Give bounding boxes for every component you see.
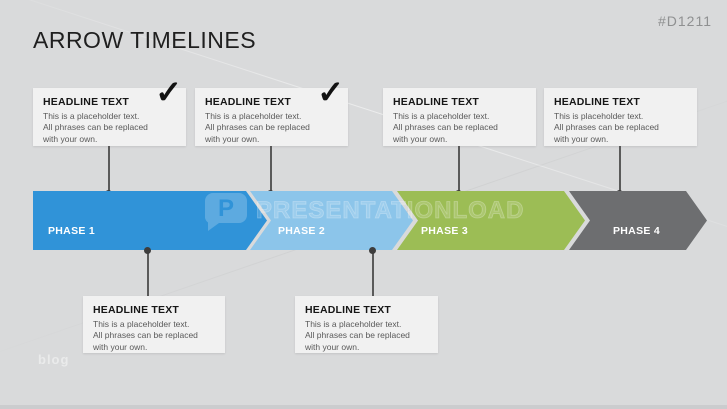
body-line: with your own.: [43, 133, 98, 144]
slide-id-badge: #D1211: [657, 13, 712, 29]
body-line: with your own.: [305, 341, 360, 352]
connector-line: [147, 251, 149, 296]
phase-arrow-4[interactable]: PHASE 4: [569, 191, 707, 250]
phase-arrow-2[interactable]: PHASE 2: [250, 191, 413, 250]
phase-label: PHASE 4: [613, 225, 661, 237]
callout-bottom-1[interactable]: HEADLINE TEXT This is a placeholder text…: [83, 296, 225, 353]
headline-text: HEADLINE TEXT: [205, 96, 292, 108]
body-text: This is a placeholder text. All phrases …: [305, 319, 428, 353]
check-icon: ✓: [155, 74, 182, 110]
phase-label: PHASE 2: [278, 225, 326, 237]
callout-top-2[interactable]: ✓ HEADLINE TEXT This is a placeholder te…: [195, 76, 348, 146]
slide-bottom-edge: [0, 405, 727, 409]
body-line: All phrases can be replaced: [43, 122, 148, 133]
connector-line: [372, 251, 374, 296]
body-line: This is a placeholder text.: [305, 319, 402, 329]
callout-top-4[interactable]: HEADLINE TEXT This is placeholder text. …: [544, 88, 697, 146]
headline-text: HEADLINE TEXT: [554, 96, 641, 108]
headline-text: HEADLINE TEXT: [393, 96, 480, 108]
callout-top-3[interactable]: HEADLINE TEXT This is a placeholder text…: [383, 88, 536, 146]
phase-label: PHASE 1: [48, 225, 96, 237]
body-line: All phrases can be replaced: [205, 122, 310, 133]
headline-text: HEADLINE TEXT: [43, 96, 130, 108]
callout-top-1[interactable]: ✓ HEADLINE TEXT This is a placeholder te…: [33, 76, 186, 146]
phase-arrow-1[interactable]: PHASE 1: [33, 191, 267, 250]
connector-dot: [144, 247, 151, 254]
body-text: This is placeholder text. All phrases ca…: [554, 111, 687, 145]
page-title: ARROW TIMELINES: [33, 27, 257, 53]
body-line: All phrases can be replaced: [554, 122, 659, 133]
body-text: This is a placeholder text. All phrases …: [393, 111, 526, 145]
body-line: This is a placeholder text.: [205, 111, 302, 121]
body-line: All phrases can be replaced: [305, 330, 410, 341]
body-line: All phrases can be replaced: [393, 122, 498, 133]
body-text: This is a placeholder text. All phrases …: [205, 111, 338, 145]
connector-line: [619, 146, 621, 193]
check-icon: ✓: [317, 74, 344, 110]
body-line: This is a placeholder text.: [393, 111, 490, 121]
connector-line: [108, 146, 110, 193]
body-text: This is a placeholder text. All phrases …: [93, 319, 215, 353]
body-line: This is placeholder text.: [554, 111, 644, 121]
body-text: This is a placeholder text. All phrases …: [43, 111, 176, 145]
body-line: This is a placeholder text.: [93, 319, 190, 329]
connector-line: [270, 146, 272, 193]
callout-bottom-2[interactable]: HEADLINE TEXT This is a placeholder text…: [295, 296, 438, 353]
body-line: All phrases can be replaced: [93, 330, 198, 341]
body-line: This is a placeholder text.: [43, 111, 140, 121]
blog-watermark: blog: [38, 352, 70, 367]
headline-text: HEADLINE TEXT: [305, 304, 392, 316]
body-line: with your own.: [205, 133, 260, 144]
body-line: with your own.: [393, 133, 448, 144]
connector-line: [458, 146, 460, 193]
phase-label: PHASE 3: [421, 225, 469, 237]
headline-text: HEADLINE TEXT: [93, 304, 180, 316]
body-line: with your own.: [554, 133, 609, 144]
connector-dot: [369, 247, 376, 254]
body-line: with your own.: [93, 341, 148, 352]
phase-arrow-3[interactable]: PHASE 3: [397, 191, 585, 250]
